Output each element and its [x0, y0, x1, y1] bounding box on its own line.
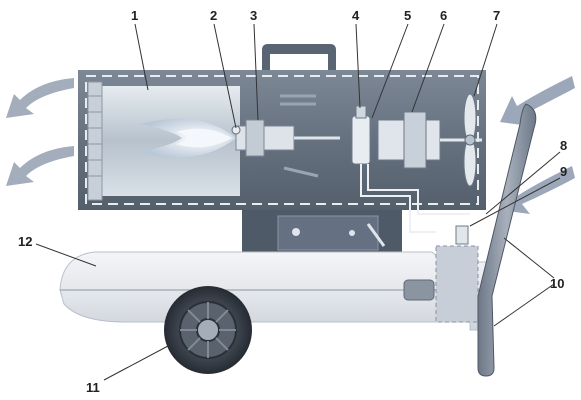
grille-bars [88, 95, 102, 177]
burner-nozzle [235, 125, 295, 151]
fuel-pump [351, 115, 371, 165]
callout-12: 12 [18, 234, 32, 249]
fuel-return-line [367, 164, 470, 215]
flame-inner [176, 128, 232, 148]
callout-2: 2 [210, 8, 217, 23]
arrow-left-icon [6, 146, 74, 186]
outlet-grille [87, 81, 103, 201]
fuel-line [360, 164, 436, 233]
callout-8: 8 [560, 138, 567, 153]
motor-end [403, 111, 427, 169]
callout-1: 1 [131, 8, 138, 23]
callout-6: 6 [440, 8, 447, 23]
fan-hub [464, 134, 476, 146]
pump-cap [355, 105, 367, 119]
callout-4: 4 [352, 8, 360, 23]
thermostat-probe [366, 223, 386, 247]
callout-11: 11 [86, 380, 100, 395]
wheel-spokes [180, 302, 236, 358]
wheel-hub [196, 318, 220, 342]
callout-10: 10 [550, 276, 564, 291]
callout-5: 5 [404, 8, 411, 23]
callout-9: 9 [560, 164, 567, 179]
fuel-filter-housing [435, 245, 479, 323]
airflow-out-arrows [6, 78, 74, 186]
fan [463, 93, 477, 187]
control-indicator [349, 230, 355, 236]
top-handle [262, 44, 336, 72]
burner-head [245, 119, 265, 157]
thermostat-knob [292, 228, 300, 236]
fuel-cap [403, 279, 435, 301]
diagonal-baffle [283, 166, 319, 178]
fuel-filter [455, 225, 469, 245]
leader-lines [35, 23, 561, 381]
callout-numbers: 1 2 3 4 5 6 7 8 9 10 11 12 [18, 8, 567, 395]
callout-3: 3 [250, 8, 257, 23]
arrow-left-icon [500, 76, 575, 126]
callout-7: 7 [493, 8, 500, 23]
wheel [164, 286, 252, 374]
frame-handle [477, 103, 537, 377]
arrow-left-icon [6, 78, 74, 118]
